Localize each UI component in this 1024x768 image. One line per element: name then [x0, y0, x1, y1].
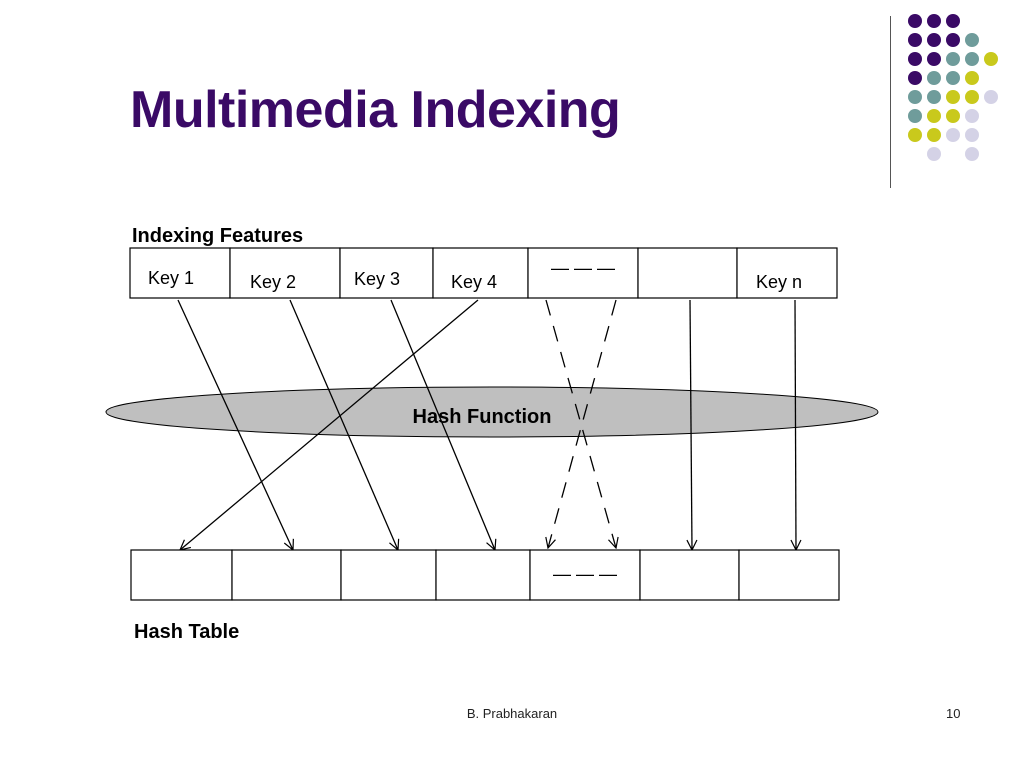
hash-table-label: Hash Table	[134, 621, 239, 643]
decorative-dot	[946, 109, 960, 123]
feature-cell-ellipsis: — — —	[551, 258, 615, 278]
decorative-dot	[965, 128, 979, 142]
decorative-dot	[946, 90, 960, 104]
decorative-dot	[946, 14, 960, 28]
feature-cell	[432, 247, 529, 299]
dashed-mapping-arrow	[545, 299, 616, 548]
decorative-dot	[908, 128, 922, 142]
feature-cell	[736, 247, 838, 299]
page-number: 10	[946, 706, 961, 721]
decorative-dot	[965, 90, 979, 104]
title-divider	[890, 16, 891, 188]
mapping-arrow	[180, 299, 479, 550]
indexing-features-row: Key 1 Key 2 Key 3 Key 4 — — — Key n	[129, 247, 838, 299]
hash-table-slot	[340, 549, 437, 601]
hash-table-slot	[738, 549, 840, 601]
decorative-dot	[984, 52, 998, 66]
feature-cell	[637, 247, 738, 299]
feature-key-label: Key 3	[354, 269, 400, 289]
decorative-dot	[927, 33, 941, 47]
feature-cell	[229, 247, 341, 299]
decorative-dot	[965, 147, 979, 161]
decorative-dot	[965, 33, 979, 47]
decorative-dot	[965, 71, 979, 85]
indexing-features-label: Indexing Features	[132, 225, 303, 247]
feature-key-label: Key 4	[451, 272, 497, 292]
dashed-mapping-arrow	[548, 299, 617, 548]
feature-key-label: Key n	[756, 272, 802, 292]
decorative-dot	[984, 90, 998, 104]
slide-title: Multimedia Indexing	[130, 81, 621, 139]
hash-table-slot	[639, 549, 740, 601]
feature-cell	[129, 247, 231, 299]
feature-key-label: Key 1	[148, 268, 194, 288]
hash-table-slot	[435, 549, 531, 601]
decorative-dot	[908, 90, 922, 104]
hash-table-slot-ellipsis: — — —	[553, 564, 617, 584]
hash-table-slot	[130, 549, 233, 601]
decorative-dot	[946, 71, 960, 85]
mapping-arrow	[177, 299, 293, 550]
mapping-arrow	[690, 299, 692, 550]
decorative-dot	[946, 128, 960, 142]
hash-function-ellipse	[105, 386, 879, 438]
decorative-dot	[946, 52, 960, 66]
hash-table-slot	[529, 549, 641, 601]
hash-function-label: Hash Function	[413, 406, 552, 428]
decorative-dot	[908, 109, 922, 123]
decorative-dot	[927, 128, 941, 142]
hash-table-slot	[231, 549, 342, 601]
decorative-dot	[965, 52, 979, 66]
decorative-dot	[908, 14, 922, 28]
decorative-dot	[946, 33, 960, 47]
footer-author: B. Prabhakaran	[466, 706, 558, 721]
decorative-dot	[927, 52, 941, 66]
decorative-dot	[965, 109, 979, 123]
decorative-dot	[927, 71, 941, 85]
mapping-arrow	[795, 299, 796, 550]
hash-table-row: — — —	[130, 549, 840, 601]
decorative-dot	[927, 147, 941, 161]
decorative-dot	[927, 90, 941, 104]
decorative-dot	[927, 109, 941, 123]
feature-key-label: Key 2	[250, 272, 296, 292]
decorative-dot	[908, 33, 922, 47]
decorative-dot-grid	[908, 14, 1008, 166]
decorative-dot	[927, 14, 941, 28]
decorative-dot	[908, 71, 922, 85]
decorative-dot	[908, 52, 922, 66]
feature-cell	[339, 247, 434, 299]
mapping-arrow	[289, 299, 398, 550]
mapping-arrows	[177, 299, 796, 550]
feature-cell	[527, 247, 639, 299]
mapping-arrow	[390, 299, 495, 550]
